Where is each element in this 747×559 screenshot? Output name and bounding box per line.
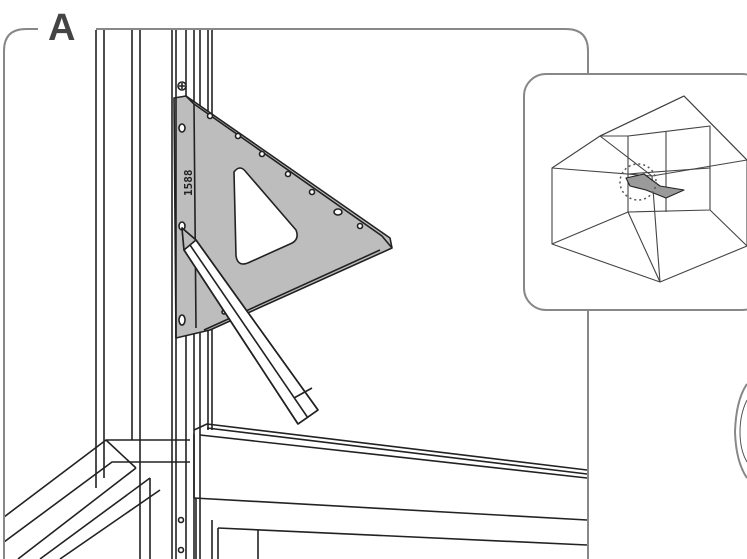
inset-frame <box>523 73 747 311</box>
house-locator-icon <box>551 95 747 283</box>
diagonal-beam <box>5 439 190 559</box>
highlight-circle <box>619 163 657 201</box>
bracket-cutout <box>233 167 298 265</box>
next-detail-circle <box>733 383 747 479</box>
left-post <box>95 30 141 488</box>
highlight-bracket <box>625 173 685 199</box>
main-panel <box>3 28 589 559</box>
scene <box>5 30 587 559</box>
bracket-code-label: 1588 <box>182 170 195 197</box>
corner-bracket <box>173 95 393 339</box>
pencil-icon <box>181 227 319 425</box>
main-panel-frame <box>3 28 589 559</box>
screw-icon <box>177 81 187 91</box>
step-letter: A <box>48 7 75 49</box>
horizontal-beam <box>193 423 587 559</box>
house-locator-inset <box>523 73 747 311</box>
